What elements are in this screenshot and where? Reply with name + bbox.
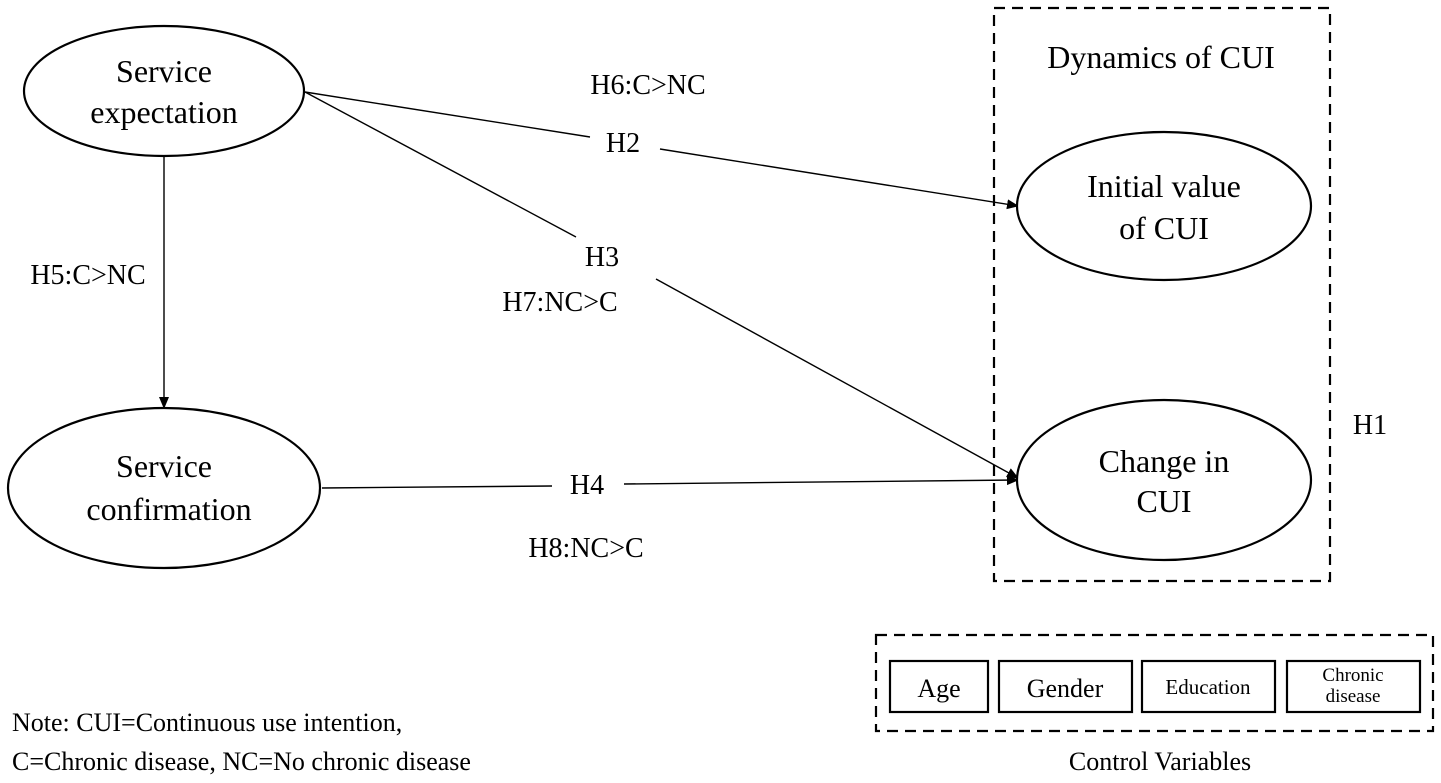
control-education-box: [1140, 659, 1277, 714]
label-h6: H6:C>NC: [590, 70, 705, 101]
edges: [159, 91, 1019, 489]
change-in-cui-ellipse: [1015, 398, 1313, 562]
control-education-label: Education: [1165, 675, 1251, 699]
note-line1: Note: CUI=Continuous use intention,: [12, 708, 402, 737]
initial-value-line1: Initial value: [1087, 168, 1241, 204]
change-in-cui-line2: CUI: [1136, 483, 1191, 519]
control-variables-title: Control Variables: [1069, 747, 1251, 776]
label-h1: H1: [1353, 410, 1387, 441]
dynamics-group-title: Dynamics of CUI: [1047, 39, 1275, 75]
edge-h3-segment-1: [304, 91, 577, 238]
node-change-in-cui: Change in CUI: [1015, 398, 1313, 562]
note: Note: CUI=Continuous use intention, C=Ch…: [12, 708, 471, 776]
control-variables-group: Age Gender Education Chronic disease Con…: [874, 633, 1435, 776]
label-h4: H4: [570, 470, 604, 501]
node-service-confirmation: Service confirmation: [6, 406, 322, 570]
dynamics-group-border: [992, 6, 1332, 583]
service-expectation-line2: expectation: [90, 94, 237, 130]
label-h7: H7:NC>C: [502, 287, 617, 318]
control-variables-border: [874, 633, 1435, 733]
initial-value-ellipse: [1015, 130, 1313, 282]
dynamics-of-cui-group: Dynamics of CUI: [992, 6, 1332, 583]
edge-h3-segment-2: [655, 278, 1019, 479]
control-chronic-disease-box: [1285, 659, 1422, 714]
edge-h4-segment-2: [623, 475, 1019, 486]
label-h5: H5:C>NC: [30, 260, 145, 291]
control-chronic-label-line1: Chronic: [1322, 665, 1383, 686]
node-initial-value-of-cui: Initial value of CUI: [1015, 130, 1313, 282]
service-expectation-line1: Service: [116, 53, 212, 89]
control-age-box: [888, 659, 990, 714]
edge-labels: H6:C>NC H2 H5:C>NC H3 H7:NC>C H4 H8:NC>C…: [30, 70, 1387, 564]
edge-h2-segment-1: [304, 91, 591, 138]
control-chronic-label-line2: disease: [1326, 686, 1381, 707]
service-confirmation-line1: Service: [116, 448, 212, 484]
node-service-expectation: Service expectation: [22, 24, 306, 158]
change-in-cui-line1: Change in: [1099, 443, 1230, 479]
control-gender-box: [997, 659, 1134, 714]
control-gender-label: Gender: [1027, 674, 1104, 703]
initial-value-line2: of CUI: [1119, 210, 1209, 246]
service-confirmation-ellipse: [6, 406, 322, 570]
control-age-label: Age: [917, 674, 960, 703]
edge-h2-segment-2: [659, 148, 1019, 210]
note-line2: C=Chronic disease, NC=No chronic disease: [12, 747, 471, 776]
label-h2: H2: [606, 128, 640, 159]
label-h8: H8:NC>C: [528, 533, 643, 564]
edge-h4-segment-1: [321, 485, 553, 489]
service-expectation-ellipse: [22, 24, 306, 158]
service-confirmation-line2: confirmation: [86, 491, 251, 527]
label-h3: H3: [585, 242, 619, 273]
